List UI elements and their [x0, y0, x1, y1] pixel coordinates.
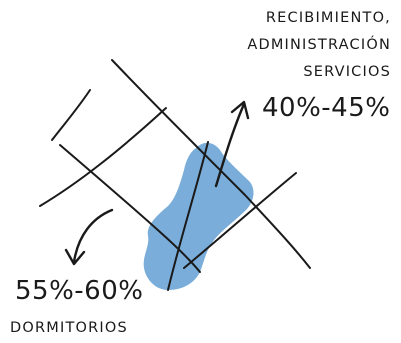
bottom-label: DORMITORIOS [10, 320, 128, 336]
grid-line-5 [167, 141, 209, 291]
top-label-line-1: RECIBIMIENTO, [265, 10, 391, 26]
bottom-percentage: 55%-60% [15, 276, 144, 306]
arrow-down-icon [72, 208, 114, 264]
arrow-down-head-icon [64, 248, 86, 266]
grid-line-2 [59, 144, 201, 273]
arrow-up-icon [214, 102, 246, 188]
top-label-line-2: ADMINISTRACIÓN [247, 37, 391, 53]
grid-line-4 [39, 107, 167, 207]
top-label-line-3: SERVICIOS [303, 64, 391, 80]
grid-line-3 [51, 89, 91, 141]
top-percentage: 40%-45% [262, 93, 391, 123]
blue-zone [143, 142, 254, 290]
arrow-up-head-icon [230, 100, 250, 120]
grid-line-6 [183, 172, 297, 269]
grid-line-1 [111, 59, 311, 269]
